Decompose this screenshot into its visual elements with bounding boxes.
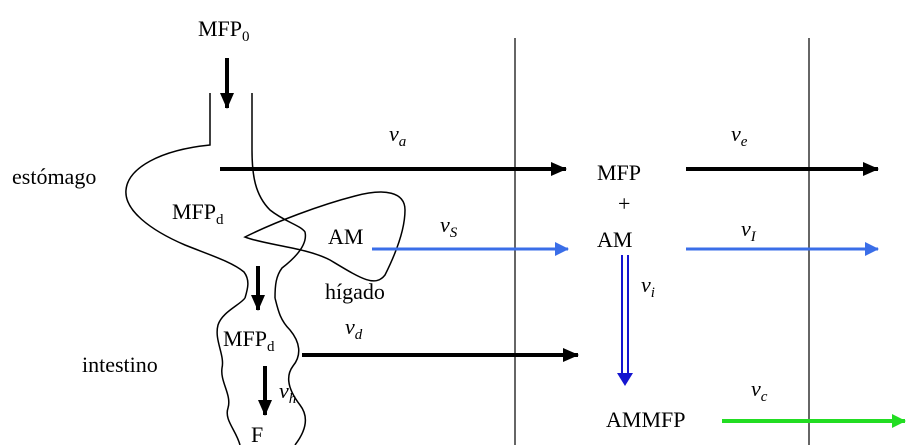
rate-va-label: va — [389, 121, 406, 150]
mfp-plasma-label: MFP — [597, 160, 641, 185]
rate-vh-label: vh — [279, 378, 296, 407]
rate-vc-label: vc — [751, 376, 768, 405]
liver-outline — [243, 191, 406, 282]
rate-vI-label: vI — [741, 216, 757, 245]
stomach-label: estómago — [12, 164, 96, 189]
intestine-outline-right — [274, 297, 307, 445]
mfpd-stomach-label: MFPd — [172, 199, 224, 228]
am-liver-label: AM — [328, 224, 363, 249]
rate-vi-label: vi — [641, 272, 655, 301]
mfp0-label: MFP0 — [198, 16, 250, 45]
liver-label: hígado — [325, 279, 385, 304]
stomach-outline — [125, 93, 249, 299]
feces-label: F — [251, 422, 263, 445]
arrow-vi-head — [617, 373, 633, 386]
intestine-outline — [216, 297, 246, 445]
mfpd-intestine-label: MFPd — [223, 326, 275, 355]
am-plasma-label: AM — [597, 227, 632, 252]
intestine-label: intestino — [82, 352, 158, 377]
rate-vd-label: vd — [345, 314, 363, 343]
rate-vs-label: vS — [440, 212, 458, 241]
ammfp-label: AMMFP — [606, 407, 685, 432]
rate-ve-label: ve — [731, 121, 748, 150]
plus-label: + — [618, 191, 630, 216]
stomach-outline-right — [251, 93, 307, 299]
